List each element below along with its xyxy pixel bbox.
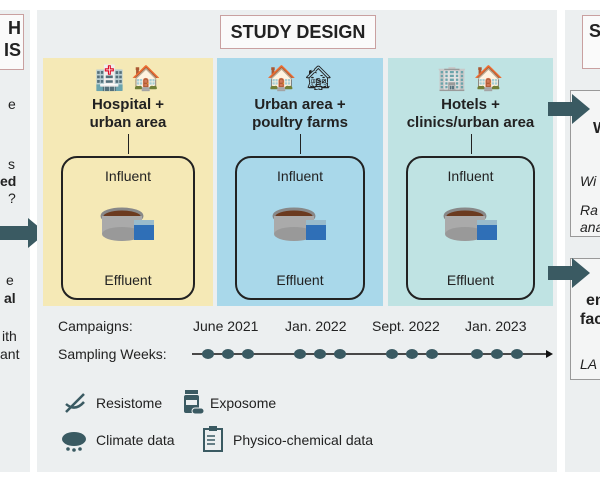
right-text: fac <box>580 311 600 328</box>
building-house-icons: 🏢 🏠 <box>437 65 504 92</box>
sampling-week-mark <box>491 349 503 359</box>
left-text: e <box>8 96 16 112</box>
arrow-shaft <box>548 102 572 116</box>
wwtp-box: Influent Effluent <box>406 156 535 300</box>
site-column-3: 🏢 🏠 Hotels +clinics/urban area Influent … <box>388 58 553 306</box>
site-label: Hospital +urban area <box>89 96 167 131</box>
legend-label: Exposome <box>210 395 277 411</box>
dna-icon <box>65 393 85 413</box>
left-text: ith <box>2 328 17 344</box>
campaign-date: Jan. 2023 <box>465 318 527 334</box>
left-text: ed <box>0 173 17 189</box>
sampling-week-mark <box>242 349 254 359</box>
sampling-week-mark <box>471 349 483 359</box>
right-title-box: S <box>582 15 600 69</box>
left-title-box: H IS <box>0 14 24 70</box>
left-text: ant <box>0 346 20 362</box>
campaign-date: Sept. 2022 <box>372 318 440 334</box>
treatment-plant-icon <box>272 207 326 241</box>
left-panel <box>0 10 30 472</box>
hospital-house-icons: 🏥 🏠 <box>94 65 162 92</box>
sampling-week-mark <box>386 349 398 359</box>
left-title: IS <box>3 40 21 60</box>
clipboard-icon <box>203 426 223 452</box>
treatment-plant-icon <box>100 207 154 241</box>
campaign-date: June 2021 <box>193 318 259 334</box>
legend-label: Climate data <box>96 432 175 448</box>
right-text: ana <box>580 219 600 235</box>
sampling-week-mark <box>406 349 418 359</box>
right-text: Ra <box>580 202 598 218</box>
legend-label: Physico-chemical data <box>233 432 374 448</box>
influent-label: Influent <box>447 168 494 184</box>
campaign-date: Jan. 2022 <box>285 318 347 334</box>
rain-cloud-icon <box>62 432 86 452</box>
site-column-1: 🏥 🏠 Hospital +urban area Influent Efflue… <box>43 58 213 306</box>
sampling-weeks-label: Sampling Weeks: <box>58 346 167 362</box>
arrow-shaft <box>0 226 28 240</box>
page-title: STUDY DESIGN <box>220 15 376 49</box>
wwtp-box: Influent Effluent <box>61 156 195 300</box>
right-text: en <box>586 292 600 309</box>
pill-bottle-icon <box>184 390 205 415</box>
arrow-down-icon <box>128 134 129 154</box>
arrow-down-icon <box>300 134 301 154</box>
right-text: Wi <box>580 173 597 189</box>
arrow-shaft <box>548 266 572 280</box>
sampling-week-mark <box>426 349 438 359</box>
sampling-week-mark <box>294 349 306 359</box>
sampling-week-mark <box>511 349 523 359</box>
right-text: LA <box>580 356 598 372</box>
arrow-down-icon <box>470 134 472 154</box>
influent-label: Influent <box>277 168 323 184</box>
sampling-timeline <box>192 349 553 359</box>
left-text: e <box>6 272 14 288</box>
effluent-label: Effluent <box>446 272 495 288</box>
sampling-week-mark <box>314 349 326 359</box>
sampling-week-mark <box>222 349 234 359</box>
effluent-label: Effluent <box>276 272 324 288</box>
sampling-week-mark <box>334 349 346 359</box>
right-panel <box>565 10 600 472</box>
legend-label: Resistome <box>96 395 163 411</box>
wwtp-box: Influent Effluent <box>235 156 365 300</box>
effluent-label: Effluent <box>104 272 152 288</box>
left-text: ? <box>8 190 16 206</box>
treatment-plant-icon <box>443 207 497 241</box>
campaigns-label: Campaigns: <box>58 318 133 334</box>
right-text: W <box>593 120 600 138</box>
left-title: H <box>8 18 21 38</box>
left-text: al <box>4 290 16 306</box>
sampling-week-mark <box>202 349 214 359</box>
site-label: Urban area +poultry farms <box>252 96 348 131</box>
influent-label: Influent <box>105 168 151 184</box>
site-label: Hotels +clinics/urban area <box>406 96 535 131</box>
left-text: s <box>8 156 15 172</box>
arrow-right-icon <box>572 258 590 288</box>
house-farm-icons: 🏠 🏚 <box>266 65 334 92</box>
arrow-right-icon <box>572 94 590 124</box>
site-column-2: 🏠 🏚 Urban area +poultry farms Influent E… <box>217 58 383 306</box>
